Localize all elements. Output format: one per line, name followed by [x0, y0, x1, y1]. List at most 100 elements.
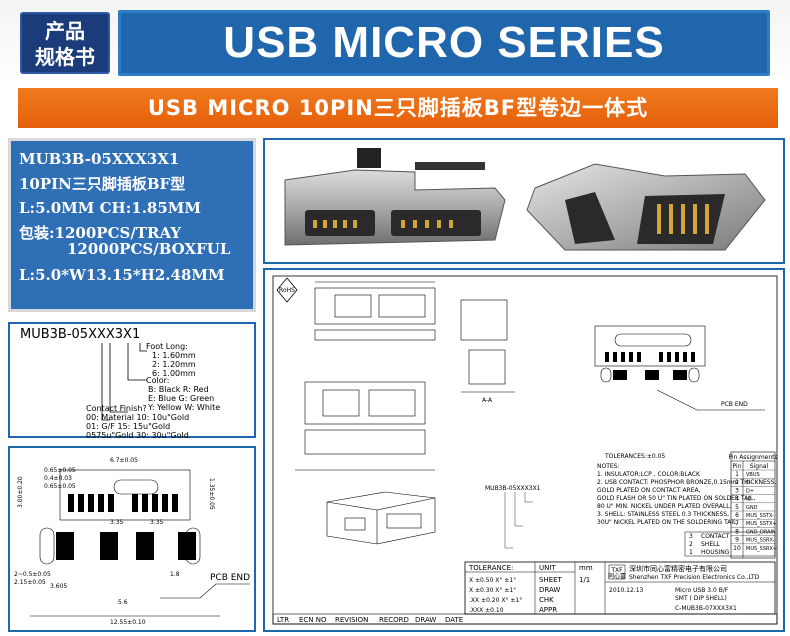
connector-photo-angled — [526, 163, 766, 251]
pin-signal: D- — [746, 480, 752, 486]
title-block: TOLERANCE: UNIT mm SHEET 1/1 DRAW CHK AP… — [272, 561, 778, 625]
spec-part-number: MUB3B-05XXX3X1 — [19, 150, 180, 168]
pin-col-header: Pin — [733, 463, 742, 470]
pcb-dim: 2.15±0.05 — [14, 579, 46, 586]
rev-header: ECN NO — [299, 616, 327, 624]
pin-signal: VBUS — [746, 472, 760, 478]
spec-packing: 包装:1200PCS/TRAY — [19, 223, 182, 242]
bom-cell: 2 — [689, 541, 693, 548]
pcb-dim: 1.35±0.05 — [208, 478, 215, 510]
tb-unit-value: mm — [579, 564, 593, 572]
part-code-title: MUB3B-05XXX3X1 — [20, 327, 141, 342]
rev-header: DRAW — [415, 616, 436, 624]
pcb-dim: 3.35 — [150, 519, 164, 526]
rev-header: LTR — [277, 616, 289, 624]
pcb-footprint — [594, 325, 765, 411]
pcb-dim: 3.35 — [110, 519, 124, 526]
pcb-pad-row — [56, 494, 196, 560]
spec-panel: MUB3B-05XXX3X1 10PIN三只脚插板BF型 L:5.0MM CH:… — [8, 138, 256, 312]
rev-header: DATE — [445, 616, 463, 624]
badge-line-1: 产品 — [45, 19, 85, 43]
pcb-dim: 3.00±0.20 — [17, 476, 24, 508]
note-line: 3. SHELL: STAINLESS STEEL 0.3 THICKNESS, — [597, 511, 729, 518]
pin-signal: MUS_SSTX+ — [746, 521, 777, 527]
product-photo-box — [263, 138, 785, 264]
bom-cell: 3 — [689, 533, 693, 540]
part-code-line: Y: Yellow W: White — [148, 403, 221, 412]
pin-number: 2 — [735, 479, 739, 486]
bom-cell: SHELL — [701, 541, 720, 548]
tb-tolerance-label: TOLERANCE: — [468, 564, 513, 572]
pin-number: 9 — [735, 537, 739, 544]
pcb-dim: 0.4±0.03 — [44, 475, 72, 482]
note-line: 80 U" MIN. NICKEL UNDER PLATED OVERALL. — [597, 503, 732, 510]
isometric-view — [326, 491, 436, 545]
note-line: GOLD FLASH OR 50 U" TIN PLATED ON SOLDER… — [597, 495, 755, 502]
pcb-dim: 6.7±0.05 — [110, 457, 138, 464]
bom-cell: 1 — [689, 549, 693, 556]
pin-number: 7 — [735, 520, 739, 527]
part-code-line: B: Black R: Red — [148, 385, 209, 394]
pcb-dim: 3.605 — [50, 583, 67, 590]
pin-signal: ID — [746, 497, 751, 503]
foot-long-block: Foot Long: 1: 1.60mm 2: 1.20mm 6: 1.00mm — [146, 342, 196, 378]
tb-draw-label: DRAW — [539, 586, 560, 594]
pin-col-header: Signal — [750, 463, 769, 470]
technical-drawing: RoHS A-A — [272, 275, 778, 625]
tb-tol-row: X ±0.30 X° ±1° — [469, 587, 516, 594]
badge-line-2: 规格书 — [35, 45, 95, 69]
tolerances-title: TOLERANCES:±0.05 — [604, 453, 665, 460]
pin-signal: MUS_SSRX+ — [746, 546, 777, 552]
note-line: 1. INSULATOR:LCP , COLOR:BLACK — [597, 471, 701, 478]
view-label-aa: A-A — [482, 397, 493, 404]
product-photos — [284, 148, 766, 251]
pcb-dim: 0.65±0.05 — [44, 467, 76, 474]
pcb-dim: 0.65±0.05 — [44, 483, 76, 490]
bom-cell: HOUSING — [701, 549, 730, 556]
contact-finish-options: 00: Material 10: 10u"Gold 01: G/F 15: 15… — [86, 413, 189, 440]
part-code-line: E: Blue G: Green — [148, 394, 215, 403]
part-code-line: Foot Long: — [146, 342, 188, 351]
part-code-line: 00: Material 10: 10u"Gold — [86, 413, 190, 422]
pin-number: 5 — [735, 504, 739, 511]
part-code-line: Contact Finish? — [86, 404, 147, 413]
pin-signal: MUS_SSRX- — [746, 538, 775, 544]
note-line: NOTES: — [597, 463, 620, 470]
part-code-box: MUB3B-05XXX3X1 Foot Long: 1: 1.60mm 2: 1… — [8, 322, 256, 440]
front-view — [295, 381, 435, 471]
part-code-line: 2: 1.20mm — [152, 360, 196, 369]
contact-finish-block: Contact Finish? — [86, 404, 147, 413]
product-subtitle-bar: USB MICRO 10PIN三只脚插板BF型卷边一体式 — [18, 88, 778, 128]
pin-table-title: Pin Assignments — [728, 454, 777, 461]
connector-photo-front — [284, 148, 506, 246]
pin-signal: GND_DRAIN — [746, 529, 776, 535]
part-code-small: MUB3B-05XXX3X1 — [485, 485, 541, 492]
color-options: B: Black R: Red E: Blue G: Green Y: Yell… — [148, 385, 220, 412]
pin-number: 10 — [733, 545, 741, 552]
tb-chk-label: CHK — [539, 596, 554, 604]
page-title: USB MICRO SERIES — [118, 10, 770, 76]
tb-sheet-label: SHEET — [539, 576, 563, 584]
pcb-end-label: PCB END — [721, 401, 748, 408]
spec-sheet-badge: 产品 规格书 — [20, 12, 110, 74]
technical-drawing-box: RoHS A-A — [263, 268, 785, 632]
pcb-layout-box: PCB END 6.7±0.05 0.65±0.05 0.4±0.03 0.65… — [8, 446, 256, 632]
tb-date: 2010.12.13 — [609, 587, 644, 594]
rohs-mark: RoHS — [276, 277, 298, 303]
pin-number: 6 — [735, 512, 739, 519]
part-code-line: 0575u"Gold 30: 30u"Gold — [86, 431, 189, 440]
tb-tol-row: .XXX ±0.10 — [469, 607, 504, 614]
rev-header: REVISION — [335, 616, 368, 624]
company-logo-sub: TXF — [610, 567, 623, 574]
note-line: 2. USB CONTACT: PHOSPHOR BRONZE,0.15mm T… — [597, 479, 776, 486]
pin-signal: D+ — [746, 488, 754, 494]
tb-sheet-value: 1/1 — [579, 576, 590, 584]
spec-type: 10PIN三只脚插板BF型 — [19, 174, 186, 193]
bom-table: 3 CONTACT 2 SHELL 1 HOUSING — [684, 531, 776, 557]
pcb-dim: 1.8 — [170, 571, 180, 578]
part-code-line: 6: 1.00mm — [152, 369, 196, 378]
part-code-line: 1: 1.60mm — [152, 351, 196, 360]
pcb-layout-drawing: PCB END 6.7±0.05 0.65±0.05 0.4±0.03 0.65… — [14, 457, 250, 626]
tb-tol-row: .XX ±0.20 X° ±1° — [469, 597, 522, 604]
pin-signal: MUS_SSTX- — [746, 513, 774, 519]
